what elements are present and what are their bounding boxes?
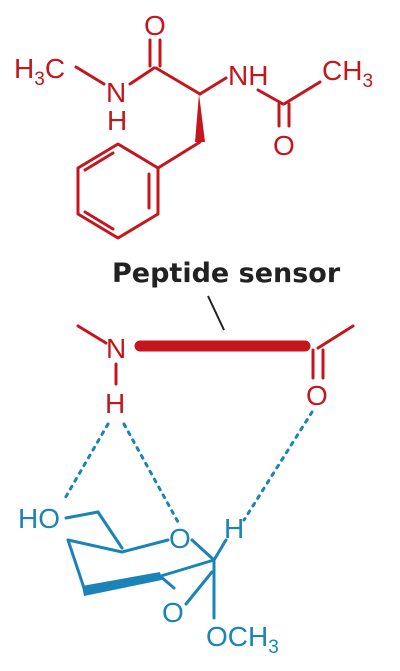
label-pointer: [207, 295, 225, 331]
sugar-molecule: HO O H O OCH3: [18, 503, 279, 658]
ring-bond-c5-o: [120, 538, 170, 554]
bond-ho-ch2: [64, 510, 100, 520]
bond-acetyl-ch3: [282, 80, 322, 106]
bond-nh-acetyl: [256, 88, 285, 106]
atom-n-left: N: [106, 77, 126, 108]
bond-carbonyl-alpha: [154, 66, 202, 96]
benzene-ring: [76, 142, 160, 240]
peptide-molecule: H3C N H O NH O CH3: [14, 10, 373, 240]
bond-alpha-nh: [198, 76, 228, 96]
sugar-atom-och3: OCH3: [206, 621, 279, 658]
bond-n-carbonyl: [128, 66, 156, 86]
sugar-atom-ho: HO: [18, 503, 60, 534]
sensor-schematic: N H O: [76, 324, 355, 419]
ring-bond-o-c1: [190, 538, 216, 562]
benzene-double-2: [83, 210, 115, 231]
bond-methyl-n: [76, 324, 108, 345]
ring-front-edge: [82, 572, 162, 596]
bond-c2-o-lower: [158, 574, 176, 590]
sugar-atom-o-lower: O: [162, 597, 184, 628]
hbond-h-oring: [122, 422, 180, 524]
ring-bond-c4-c3: [66, 538, 86, 590]
hbond-o-h: [242, 410, 314, 522]
ring-bond-c2-c1: [159, 558, 216, 578]
sensor-atom-h: H: [105, 388, 125, 419]
sugar-atom-o-ring: O: [169, 523, 191, 554]
sensor-atom-o: O: [306, 380, 328, 411]
bond-c1-h: [212, 538, 228, 562]
bond-ch3-n: [74, 65, 106, 86]
sensor-atom-n: N: [106, 333, 126, 364]
atom-ch3: CH3: [322, 55, 373, 92]
benzene-double-3: [83, 151, 115, 172]
ring-bond-c4-c5: [66, 538, 124, 554]
bond-acetyl-methyl: [316, 324, 355, 350]
hbond-h-ho: [62, 422, 110, 502]
hydrogen-bonds: [62, 410, 314, 524]
bond-ch2-c5: [96, 510, 124, 550]
atom-nh-right: NH: [228, 60, 268, 91]
peptide-sensor-label: Peptide sensor: [112, 258, 341, 289]
sugar-atom-h: H: [224, 513, 244, 544]
atom-h-left: H: [107, 105, 127, 136]
bond-ch2-ring: [156, 140, 202, 170]
atom-h3c: H3C: [14, 53, 65, 90]
bond-olower-c1: [184, 570, 214, 606]
atom-o-bottom: O: [273, 130, 295, 161]
wedge-bond: [195, 94, 205, 142]
atom-o-top: O: [144, 10, 166, 41]
